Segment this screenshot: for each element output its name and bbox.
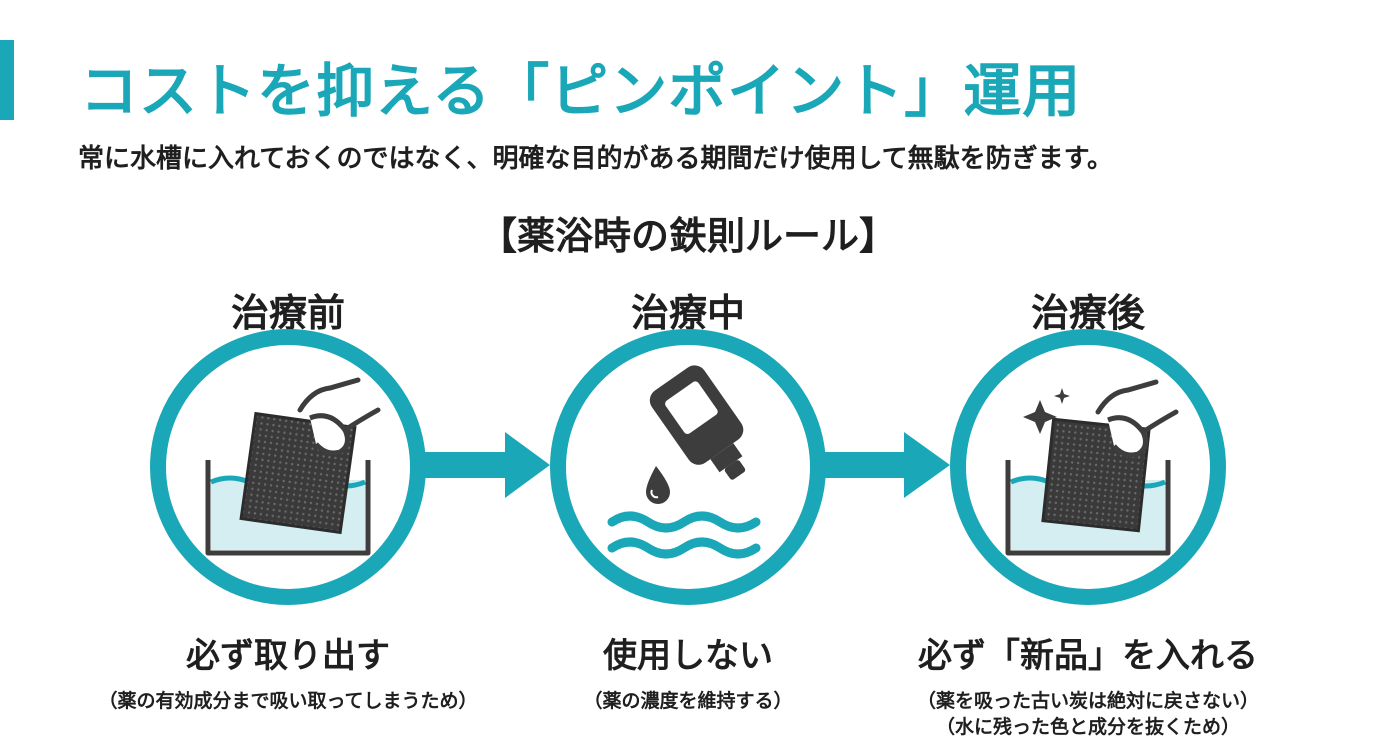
note-after-1: （薬を吸った古い炭は絶対に戻さない）: [916, 690, 1259, 712]
arrow-right-icon: [425, 432, 550, 498]
action-during: 使用しない: [603, 636, 773, 676]
hand-removing-filter-icon: [239, 377, 381, 535]
action-after: 必ず「新品」を入れる: [918, 636, 1258, 676]
hand-inserting-new-filter-icon: [1041, 379, 1179, 533]
note-during: （薬の濃度を維持する）: [583, 690, 793, 712]
arrow-right-icon: [824, 432, 950, 498]
accent-bar: [0, 40, 14, 120]
water-waves-icon: [607, 511, 761, 559]
stage-label-before: 治療前: [230, 291, 345, 335]
medicine-bottle-icon: [649, 365, 746, 480]
drop-icon: [646, 466, 670, 504]
action-before: 必ず取り出す: [186, 636, 390, 676]
note-after-2: （水に残った色と成分を抜くため）: [935, 716, 1240, 738]
stage-label-after: 治療後: [1030, 291, 1145, 335]
stage-label-during: 治療中: [630, 291, 745, 335]
rule-title: 【薬浴時の鉄則ルール】: [478, 214, 897, 258]
stage-circle-during: [550, 329, 826, 605]
note-before: （薬の有効成分まで吸い取ってしまうため）: [98, 690, 478, 712]
sparkle-icon: [1023, 388, 1070, 434]
page-subtitle: 常に水槽に入れておくのではなく、明確な目的がある期間だけ使用して無駄を防ぎます。: [78, 144, 1114, 174]
page-title: コストを抑える「ピンポイント」運用: [80, 57, 1082, 125]
